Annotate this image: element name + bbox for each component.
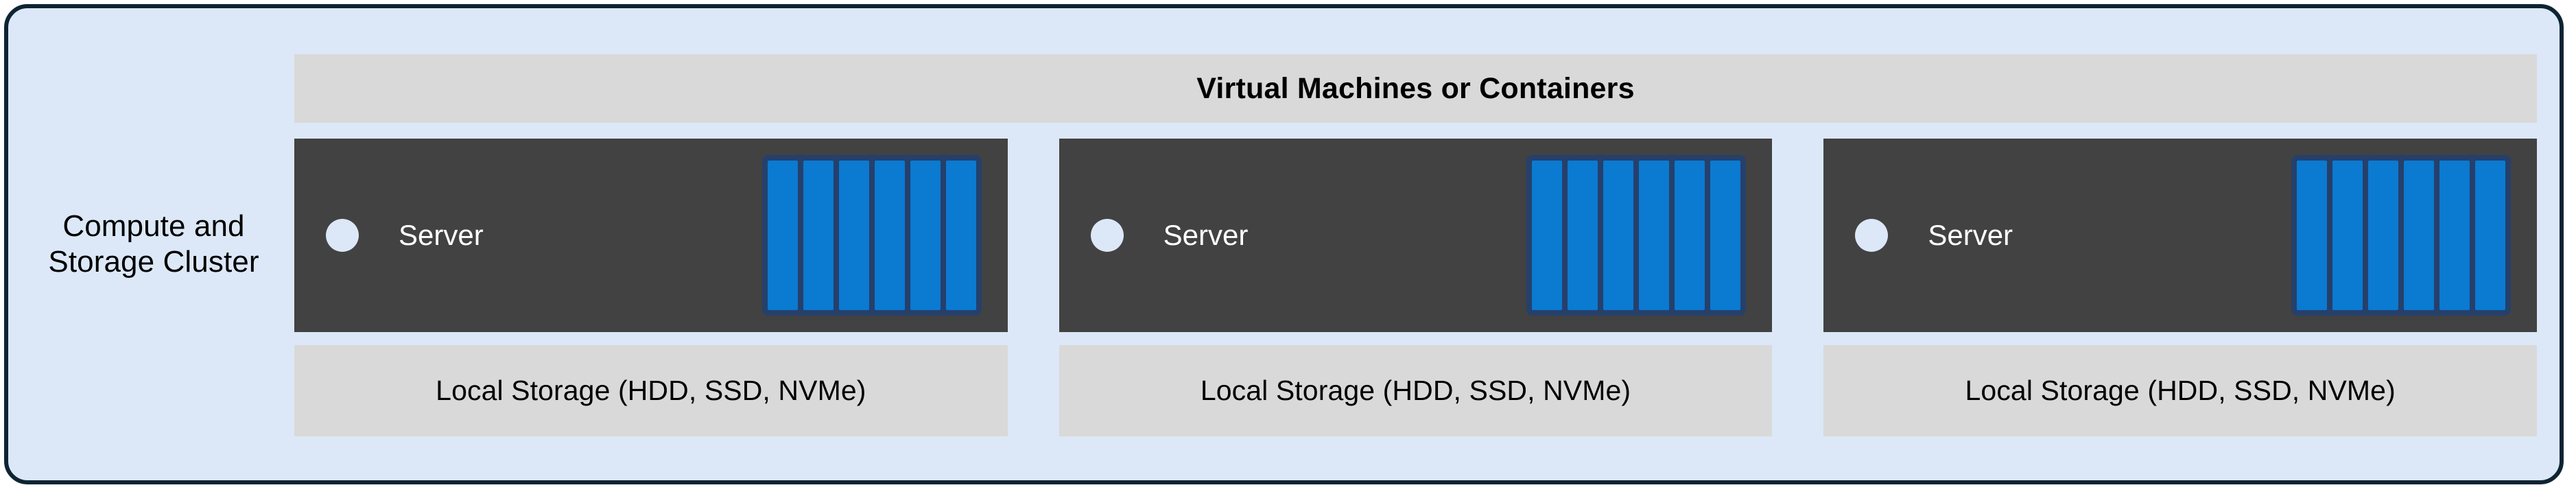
drive-slot-icon xyxy=(838,161,869,310)
drive-bay-2 xyxy=(1526,155,1747,316)
drive-slot-icon xyxy=(1532,161,1563,310)
drive-slot-icon xyxy=(2404,161,2435,310)
drive-slot-icon xyxy=(2332,161,2363,310)
drive-slot-icon xyxy=(803,161,834,310)
server-name-label: Server xyxy=(1163,219,1249,251)
drive-slot-icon xyxy=(1710,161,1741,310)
local-storage-label: Local Storage (HDD, SSD, NVMe) xyxy=(436,375,866,406)
server-chassis-3: Server xyxy=(1823,139,2538,332)
server-row: Server Local Storage (HDD, SSD, NVMe) xyxy=(294,139,2538,443)
server-column-3: Server Local Storage (HDD, SSD, NVMe) xyxy=(1823,139,2538,443)
drive-slot-icon xyxy=(1568,161,1598,310)
status-led-icon xyxy=(326,219,359,252)
drive-slot-icon xyxy=(2297,161,2328,310)
virtual-machines-band-label: Virtual Machines or Containers xyxy=(1196,71,1635,105)
local-storage-label: Local Storage (HDD, SSD, NVMe) xyxy=(1200,375,1631,406)
drive-slot-icon xyxy=(945,161,976,310)
cluster-label-text: Compute and Storage Cluster xyxy=(48,209,259,279)
drive-slot-icon xyxy=(2439,161,2470,310)
drive-slot-icon xyxy=(1603,161,1634,310)
drive-slot-icon xyxy=(2475,161,2506,310)
drive-bay-1 xyxy=(761,155,982,316)
local-storage-label: Local Storage (HDD, SSD, NVMe) xyxy=(1965,375,2396,406)
drive-slot-icon xyxy=(767,161,798,310)
drive-slot-icon xyxy=(1675,161,1705,310)
server-name-label: Server xyxy=(1928,219,2013,251)
status-led-icon xyxy=(1090,219,1124,252)
compute-storage-cluster-frame: Compute and Storage Cluster Virtual Mach… xyxy=(4,4,2564,484)
local-storage-band-2: Local Storage (HDD, SSD, NVMe) xyxy=(1059,345,1773,436)
server-chassis-2: Server xyxy=(1059,139,1773,332)
cluster-label-block: Compute and Storage Cluster xyxy=(16,8,291,480)
drive-slot-icon xyxy=(874,161,905,310)
local-storage-band-3: Local Storage (HDD, SSD, NVMe) xyxy=(1823,345,2538,436)
local-storage-band-1: Local Storage (HDD, SSD, NVMe) xyxy=(294,345,1008,436)
cluster-content-region: Virtual Machines or Containers Server xyxy=(294,8,2560,480)
status-led-icon xyxy=(1855,219,1889,252)
virtual-machines-band: Virtual Machines or Containers xyxy=(294,54,2537,123)
drive-slot-icon xyxy=(910,161,941,310)
server-column-1: Server Local Storage (HDD, SSD, NVMe) xyxy=(294,139,1008,443)
server-chassis-1: Server xyxy=(294,139,1008,332)
drive-bay-3 xyxy=(2291,155,2512,316)
server-column-2: Server Local Storage (HDD, SSD, NVMe) xyxy=(1059,139,1773,443)
drive-slot-icon xyxy=(1639,161,1670,310)
drive-slot-icon xyxy=(2368,161,2399,310)
server-name-label: Server xyxy=(399,219,484,251)
